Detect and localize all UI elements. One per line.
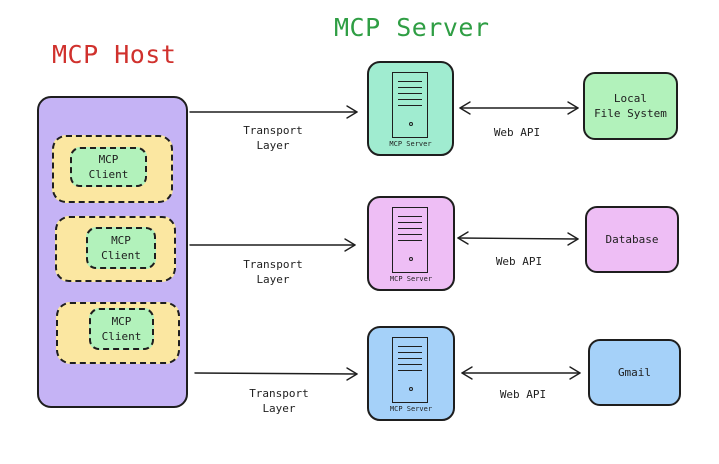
transport-label-3: Transport Layer [249,387,309,415]
transport-label-2: Transport Layer [243,258,303,286]
web-api-label-1: Web API [493,126,541,139]
web-api-arrow-2 [457,237,579,240]
mcp-server-3: MCP Server [367,326,455,421]
web-api-label-2: Web API [495,255,543,268]
local-file-system-box: Local File System [583,72,678,140]
gmail-box: Gmail [588,339,681,406]
server-icon [392,337,428,403]
mcp-client-3: MCP Client [89,308,154,350]
server-label-1: MCP Server [389,140,432,148]
mcp-server-2: MCP Server [367,196,455,291]
web-api-label-3: Web API [499,388,547,401]
server-icon [392,72,428,138]
server-icon [392,207,428,273]
server-label-3: MCP Server [389,405,433,413]
database-box: Database [585,206,679,273]
mcp-server-title: MCP Server [334,13,490,42]
transport-label-1: Transport Layer [243,124,303,152]
mcp-client-1: MCP Client [70,147,147,187]
mcp-client-2: MCP Client [86,227,156,269]
server-label-2: MCP Server [389,275,433,283]
mcp-host-title: MCP Host [52,40,177,69]
transport-arrow-3 [194,372,358,375]
mcp-server-1: MCP Server [367,61,454,156]
